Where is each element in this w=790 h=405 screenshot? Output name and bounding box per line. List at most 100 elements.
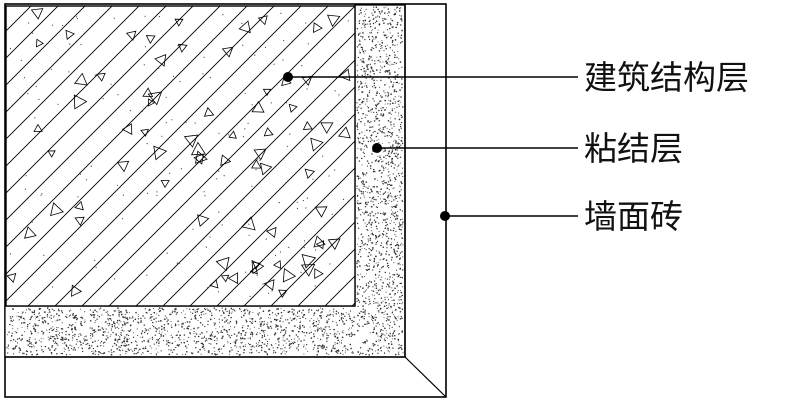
stipple-dot (216, 339, 218, 341)
stipple-dot (124, 336, 126, 338)
stipple-dot (400, 290, 402, 291)
stipple-dot (259, 323, 262, 326)
stipple-dot (380, 329, 382, 331)
stipple-dot (291, 319, 293, 322)
hatch-line (162, 113, 355, 306)
stipple-dot (393, 125, 395, 128)
stipple-dot (391, 108, 393, 109)
stipple-dot (137, 314, 139, 316)
stipple-dot (216, 353, 218, 356)
stipple-dot (332, 345, 335, 347)
stipple-dot (360, 310, 362, 313)
stipple-dot (393, 299, 395, 301)
stipple-dot (357, 259, 359, 262)
stipple-dot (384, 103, 386, 105)
stipple-dot (363, 173, 366, 175)
stipple-dot (379, 71, 381, 74)
stipple-dot (243, 330, 245, 332)
stipple-dot (389, 276, 391, 278)
stipple-dot (391, 347, 394, 349)
stipple-dot (236, 353, 238, 355)
stipple-dot (370, 218, 371, 220)
stipple-dot (360, 157, 363, 160)
stipple-dot (362, 187, 364, 189)
stipple-dot (29, 318, 31, 320)
stipple-dot (394, 211, 397, 214)
stipple-dot (103, 352, 106, 354)
stipple-dot (397, 210, 399, 212)
stipple-dot (99, 329, 101, 331)
stipple-dot (59, 318, 61, 321)
hatch-line (27, 6, 329, 306)
stipple-dot (40, 341, 42, 343)
stipple-dot (76, 338, 78, 341)
stipple-dot (38, 312, 40, 315)
stipple-dot (107, 319, 109, 321)
stipple-dot (392, 206, 393, 208)
stipple-dot (398, 353, 400, 356)
stipple-dot (386, 182, 388, 184)
stipple-dot (249, 311, 251, 313)
stipple-dot (63, 347, 65, 349)
stipple-dot (358, 237, 360, 239)
stipple-dot (227, 322, 229, 324)
stipple-dot (37, 315, 38, 317)
stipple-dot (384, 227, 387, 230)
stipple-dot (292, 318, 295, 320)
stipple-dot (358, 22, 361, 25)
stipple-dot (150, 352, 152, 354)
stipple-dot (397, 100, 400, 103)
stipple-dot (326, 340, 328, 342)
stipple-dot (65, 316, 68, 319)
stipple-dot (91, 341, 94, 343)
stipple-dot (360, 35, 362, 38)
stipple-dot (356, 266, 359, 268)
stipple-dot (149, 345, 151, 347)
stipple-dot (235, 322, 238, 325)
stipple-dot (291, 308, 293, 310)
aggregate-dot (179, 80, 181, 83)
stipple-dot (110, 353, 113, 356)
stipple-dot (128, 330, 131, 333)
stipple-dot (379, 194, 381, 195)
stipple-dot (378, 339, 380, 341)
stipple-dot (394, 107, 396, 109)
stipple-dot (136, 344, 138, 347)
stipple-dot (359, 9, 362, 12)
stipple-dot (151, 336, 154, 339)
stipple-dot (364, 248, 366, 249)
stipple-dot (166, 321, 168, 323)
stipple-dot (208, 349, 209, 351)
aggregate-dot (218, 170, 220, 172)
stipple-dot (395, 149, 397, 151)
aggregate-dot (278, 202, 280, 204)
stipple-dot (361, 101, 363, 104)
stipple-dot (372, 201, 374, 203)
stipple-dot (196, 340, 198, 343)
stipple-dot (167, 341, 170, 344)
stipple-dot (375, 316, 377, 319)
stipple-dot (387, 94, 390, 96)
stipple-dot (401, 286, 403, 288)
stipple-dot (111, 351, 113, 353)
aggregate-mark (302, 120, 313, 130)
stipple-dot (387, 184, 389, 186)
stipple-dot (122, 316, 124, 319)
stipple-dot (402, 116, 404, 118)
stipple-dot (310, 331, 312, 334)
aggregate-dot (274, 254, 277, 256)
stipple-dot (390, 220, 392, 222)
stipple-dot (390, 229, 392, 231)
stipple-dot (367, 287, 369, 289)
stipple-dot (25, 309, 27, 311)
stipple-dot (50, 327, 52, 330)
stipple-dot (259, 307, 261, 309)
stipple-dot (52, 326, 54, 328)
stipple-dot (310, 337, 313, 339)
stipple-dot (356, 194, 359, 197)
stipple-dot (399, 209, 402, 211)
aggregate-mark (320, 122, 334, 134)
stipple-dot (400, 233, 403, 235)
stipple-dot (399, 302, 401, 305)
stipple-dot (388, 343, 390, 345)
